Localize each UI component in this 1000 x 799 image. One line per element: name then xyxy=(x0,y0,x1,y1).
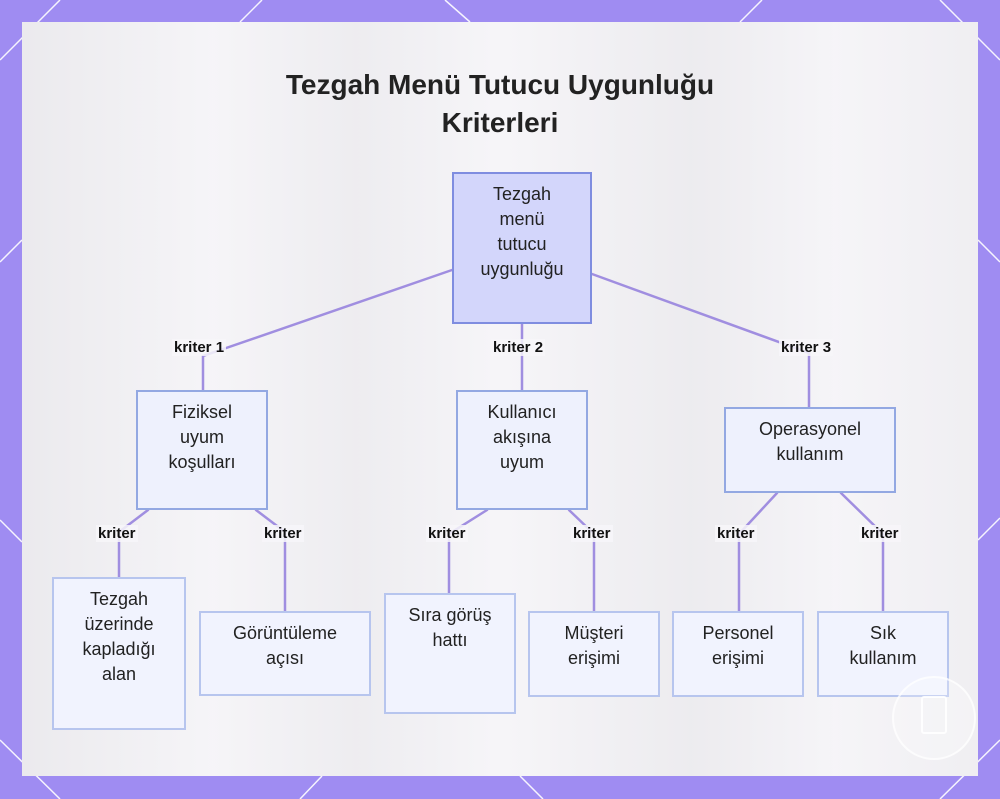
node-line: koşulları xyxy=(168,452,236,472)
edge-b1-c1 xyxy=(117,508,150,579)
edge-label-b3-c2: kriter xyxy=(859,525,901,542)
diagram-title: Tezgah Menü Tutucu Uygunluğu Kriterleri xyxy=(22,66,978,142)
node-branch-3: Operasyonel kullanım xyxy=(724,407,896,493)
node-leaf-b3-c1: Personel erişimi xyxy=(672,611,804,697)
node-line: Personel xyxy=(702,623,774,643)
edge-label-branch-1: kriter 1 xyxy=(172,339,227,356)
root-line: tutucu xyxy=(497,234,547,254)
node-line: Sıra görüş xyxy=(408,605,492,625)
node-line: Fiziksel xyxy=(171,402,232,422)
edge-b3-c1 xyxy=(737,491,779,613)
root-line: uygunluğu xyxy=(480,259,564,279)
edge-root-branch-1 xyxy=(201,268,454,392)
node-leaf-b2-c2: Müşteri erişimi xyxy=(528,611,660,697)
node-branch-1: Fiziksel uyum koşulları xyxy=(136,390,268,510)
phone-badge-icon xyxy=(892,676,976,760)
node-line: Operasyonel xyxy=(758,419,862,439)
edge-root-branch-3 xyxy=(590,272,811,409)
edge-label-b3-c1: kriter xyxy=(715,525,757,542)
edge-label-branch-2: kriter 2 xyxy=(491,339,546,356)
node-leaf-b2-c1: Sıra görüş hattı xyxy=(384,593,516,714)
title-line-2: Kriterleri xyxy=(441,107,559,138)
node-line: kullanım xyxy=(776,444,844,464)
phone-icon xyxy=(921,696,947,734)
node-line: üzerinde xyxy=(84,614,154,634)
edge-label-branch-3: kriter 3 xyxy=(779,339,834,356)
node-leaf-b1-c2: Görüntüleme açısı xyxy=(199,611,371,696)
edge-label-b2-c1: kriter xyxy=(426,525,468,542)
root-line: menü xyxy=(499,209,545,229)
edge-label-b2-c2: kriter xyxy=(571,525,613,542)
node-line: uyum xyxy=(179,427,224,447)
node-branch-2: Kullanıcı akışına uyum xyxy=(456,390,588,510)
edge-label-b1-c1: kriter xyxy=(96,525,138,542)
node-line: erişimi xyxy=(568,648,620,668)
title-line-1: Tezgah Menü Tutucu Uygunluğu xyxy=(285,69,715,100)
edge-b2-c1 xyxy=(447,508,489,595)
node-line: Müşteri xyxy=(564,623,624,643)
node-line: Görüntüleme xyxy=(232,623,338,643)
node-line: akışına xyxy=(492,427,552,447)
node-line: erişimi xyxy=(712,648,764,668)
node-root: Tezgah menü tutucu uygunluğu xyxy=(452,172,592,324)
node-line: uyum xyxy=(499,452,544,472)
node-line: Tezgah xyxy=(89,589,149,609)
node-line: açısı xyxy=(265,648,304,668)
diagram-card: Tezgah Menü Tutucu Uygunluğu Kriterleri … xyxy=(22,22,978,776)
node-line: kullanım xyxy=(849,648,917,668)
edge-label-b1-c2: kriter xyxy=(262,525,304,542)
node-line: Kullanıcı xyxy=(487,402,557,422)
node-line: kapladığı xyxy=(82,639,156,659)
node-line: alan xyxy=(101,664,137,684)
node-line: Sık xyxy=(869,623,896,643)
node-leaf-b1-c1: Tezgah üzerinde kapladığı alan xyxy=(52,577,186,730)
node-line: hattı xyxy=(432,630,468,650)
edge-b3-c2 xyxy=(839,491,885,613)
root-line: Tezgah xyxy=(492,184,552,204)
